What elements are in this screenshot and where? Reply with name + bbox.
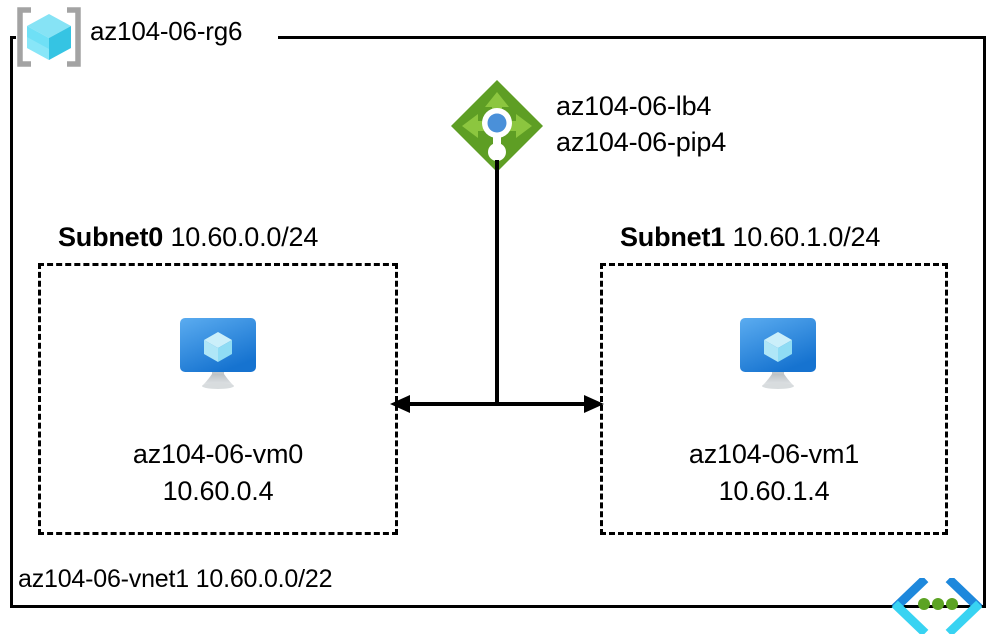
subnet1-cidr: 10.60.1.0/24	[732, 222, 881, 252]
subnet1-boundary	[600, 263, 948, 535]
subnet-peering-arrow	[390, 386, 604, 422]
resource-group-cube-icon	[14, 7, 84, 67]
resource-group-border-right	[983, 36, 986, 608]
vm0-ip: 10.60.0.4	[162, 476, 274, 506]
vm0-name: az104-06-vm0	[132, 439, 304, 469]
vm0-label: az104-06-vm0 10.60.0.4	[38, 436, 398, 510]
resource-group-border-top	[278, 36, 986, 39]
subnet1-title: Subnet1 10.60.1.0/24	[620, 222, 880, 253]
vm1-label: az104-06-vm1 10.60.1.4	[600, 436, 948, 510]
virtual-machine-icon	[732, 312, 824, 392]
subnet0-boundary	[38, 263, 398, 535]
subnet0-title: Subnet0 10.60.0.0/24	[58, 222, 318, 253]
subnet0-cidr: 10.60.0.0/24	[170, 222, 319, 252]
vm1-ip: 10.60.1.4	[718, 476, 830, 506]
load-balancer-icon	[447, 76, 547, 176]
resource-group-border-bottom	[10, 605, 986, 608]
virtual-machine-icon	[172, 312, 264, 392]
resource-group-border-top-left-stub	[10, 36, 16, 39]
resource-group-label: az104-06-rg6	[90, 16, 243, 46]
public-ip-name: az104-06-pip4	[556, 127, 727, 157]
subnet1-name: Subnet1	[620, 222, 726, 252]
virtual-network-icon	[888, 575, 986, 637]
vnet-label: az104-06-vnet1 10.60.0.0/22	[18, 565, 333, 593]
resource-group-border-left	[10, 36, 13, 608]
vm1-name: az104-06-vm1	[688, 439, 860, 469]
subnet0-name: Subnet0	[58, 222, 164, 252]
load-balancer-name: az104-06-lb4	[556, 91, 712, 121]
load-balancer-label: az104-06-lb4 az104-06-pip4	[556, 88, 726, 160]
load-balancer-connector-line	[495, 160, 499, 404]
